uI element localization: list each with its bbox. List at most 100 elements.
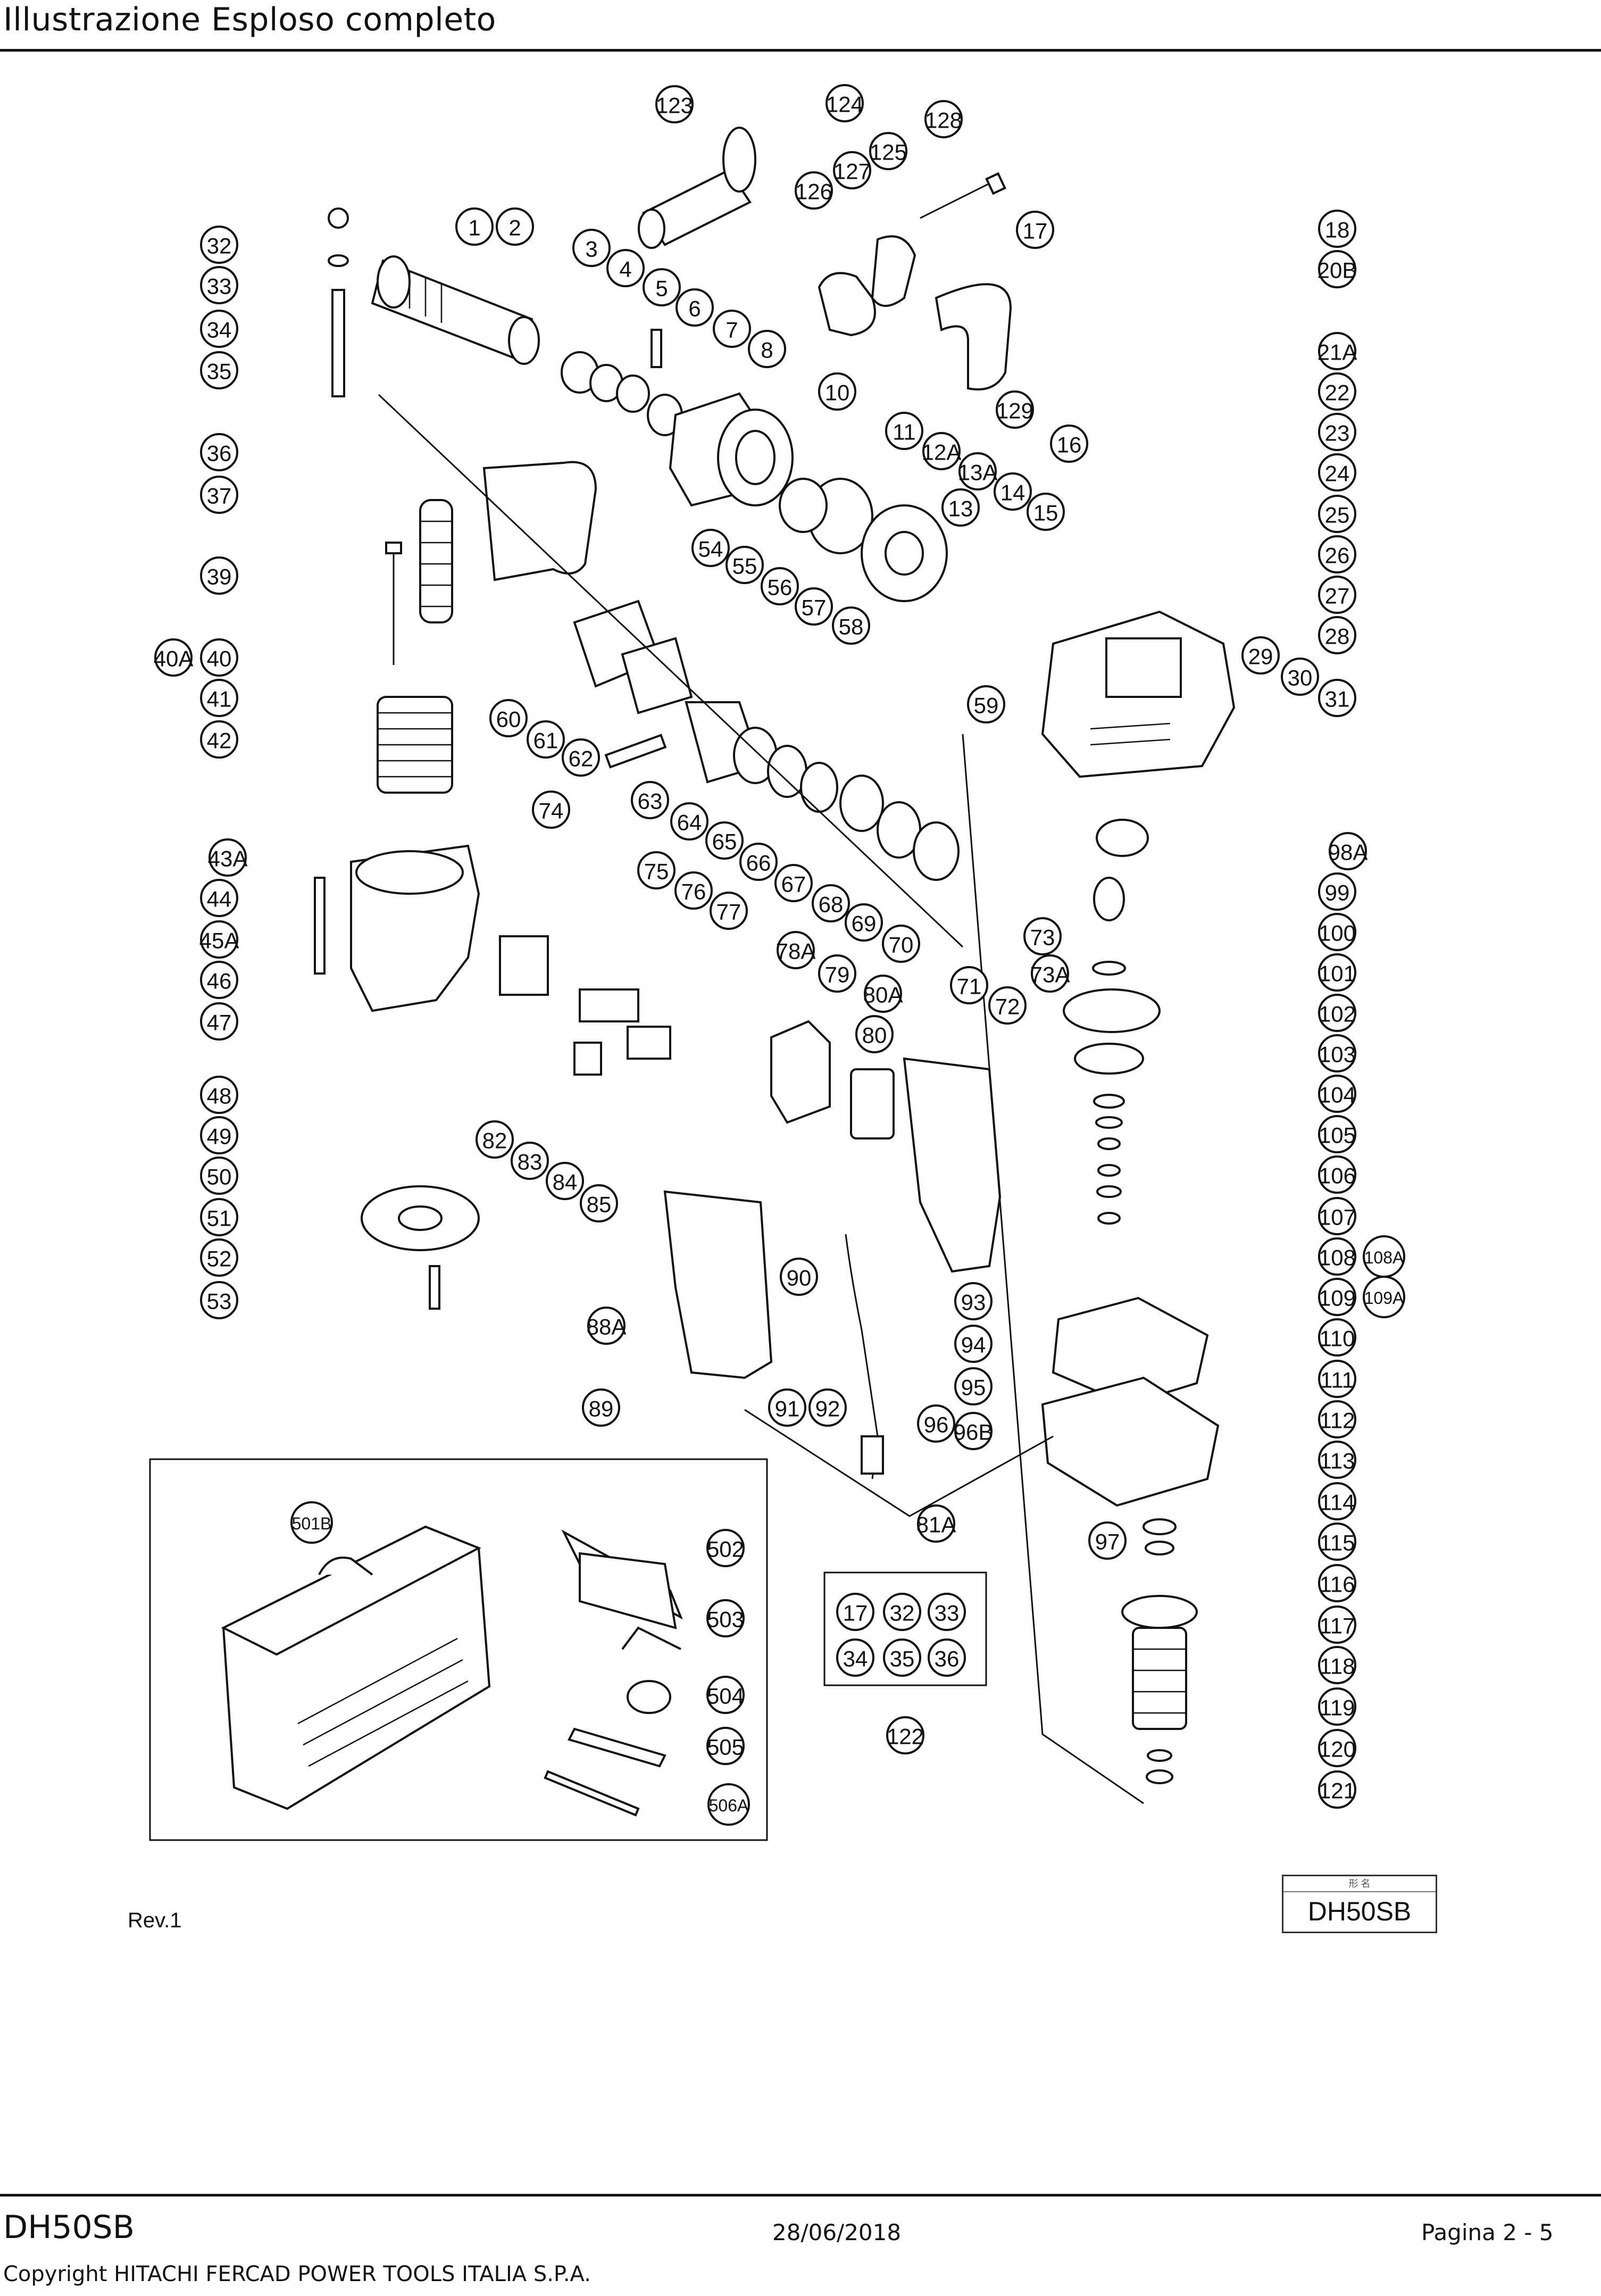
callout-126: 126	[795, 171, 833, 210]
callout-13: 13	[941, 488, 980, 527]
callout-50: 50	[200, 1157, 238, 1195]
callout-number: 118	[1320, 1654, 1355, 1679]
callout-circle	[748, 330, 786, 368]
callout-5: 5	[643, 268, 681, 306]
page-title: Illustrazione Esploso completo	[3, 1, 496, 38]
callout-circle	[917, 1504, 955, 1543]
handle-clamp	[818, 272, 876, 337]
callout-number: 29	[1248, 644, 1273, 669]
callout-63: 63	[631, 781, 669, 819]
callout-number: 43A	[208, 846, 248, 871]
callout-circle	[885, 412, 923, 450]
callout-circle	[200, 1076, 238, 1114]
callout-circle	[1318, 413, 1356, 451]
noise-suppressor	[627, 1026, 671, 1060]
drill-bit-rod	[544, 1770, 640, 1817]
cord	[845, 1234, 879, 1479]
callout-number: 30	[1288, 665, 1313, 691]
switch-frame	[499, 935, 549, 996]
callout-88a: 88A	[587, 1307, 626, 1345]
callout-circle	[1031, 954, 1069, 993]
callout-number: 35	[207, 359, 232, 384]
callout-73: 73	[1023, 917, 1062, 955]
callout-number: 18	[1325, 218, 1350, 243]
callout-121: 121	[1318, 1770, 1356, 1809]
cylinder-flanges	[573, 600, 960, 881]
callout-84: 84	[546, 1162, 584, 1200]
callout-number: 2	[508, 215, 521, 240]
callout-number: 37	[207, 484, 232, 509]
callout-circle	[1318, 1155, 1356, 1194]
callout-number: 13A	[958, 460, 998, 485]
callout-number: 71	[957, 974, 982, 999]
callout-number: 47	[207, 1010, 232, 1035]
callout-number: 84	[553, 1170, 578, 1195]
callout-54: 54	[691, 529, 730, 567]
callout-circle	[674, 871, 713, 910]
callout-number: 34	[843, 1646, 868, 1671]
callout-number: 106	[1319, 1163, 1356, 1188]
callout-circle	[825, 84, 864, 122]
callout-number: 51	[207, 1206, 232, 1231]
callout-circle	[1318, 1646, 1356, 1684]
motor-housing	[350, 844, 480, 1012]
callout-number: 107	[1319, 1205, 1356, 1230]
callout-number: 10	[825, 380, 850, 405]
callout-circle	[1318, 535, 1356, 573]
callout-number: 17	[843, 1601, 868, 1626]
callout-number: 124	[826, 92, 863, 117]
callout-number: 93	[961, 1290, 986, 1315]
callout-number: 78A	[776, 939, 816, 964]
callout-number: 96B	[954, 1420, 994, 1445]
callout-circle	[988, 986, 1027, 1025]
callout-118: 118	[1318, 1646, 1356, 1684]
callout-circle	[1318, 1237, 1356, 1276]
callout-number: 90	[787, 1266, 812, 1291]
callout-circle	[1318, 1115, 1356, 1153]
callout-number: 114	[1320, 1490, 1355, 1515]
spring-rings	[561, 329, 683, 436]
accessory-box	[149, 1458, 768, 1841]
callout-circle	[489, 699, 528, 737]
revision-label: Rev.1	[128, 1909, 182, 1932]
callout-number: 92	[815, 1396, 840, 1421]
callout-circle	[958, 452, 997, 490]
callout-circle	[532, 791, 570, 829]
callout-circle	[832, 606, 870, 645]
callout-number: 31	[1325, 687, 1350, 712]
callout-circle	[200, 226, 238, 264]
grouping-line-a	[378, 394, 964, 948]
callout-number: 33	[935, 1601, 960, 1626]
callout-28: 28	[1318, 616, 1356, 654]
callout-number: 117	[1320, 1613, 1355, 1638]
callout-circle	[200, 1238, 238, 1277]
callout-number: 122	[887, 1724, 924, 1749]
callout-number: 69	[852, 911, 877, 936]
callout-circle	[706, 1727, 745, 1765]
callout-circle	[845, 903, 883, 942]
callout-circle	[886, 1716, 924, 1754]
callout-number: 16	[1057, 432, 1082, 457]
callout-number: 83	[518, 1150, 543, 1175]
callout-circle	[1363, 1276, 1405, 1318]
callout-42: 42	[200, 720, 238, 759]
callout-number: 61	[533, 728, 558, 753]
callout-circle	[818, 372, 856, 411]
callout-16: 16	[1050, 425, 1088, 463]
callout-circle	[917, 1404, 955, 1443]
callout-number: 44	[207, 887, 232, 912]
callout-number: 59	[974, 693, 999, 718]
callout-number: 32	[207, 234, 232, 259]
callout-circle	[637, 851, 676, 889]
callout-number: 115	[1320, 1530, 1355, 1555]
callout-circle	[883, 1593, 921, 1631]
callout-128: 128	[924, 100, 963, 138]
callout-10: 10	[818, 372, 856, 411]
callout-circle	[1016, 211, 1054, 249]
callout-circle	[511, 1142, 549, 1180]
callout-100: 100	[1318, 913, 1356, 951]
callout-number: 74	[539, 798, 564, 823]
callout-127: 127	[833, 151, 871, 189]
callout-number: 504	[707, 1684, 744, 1709]
callout-circle	[950, 966, 988, 1004]
